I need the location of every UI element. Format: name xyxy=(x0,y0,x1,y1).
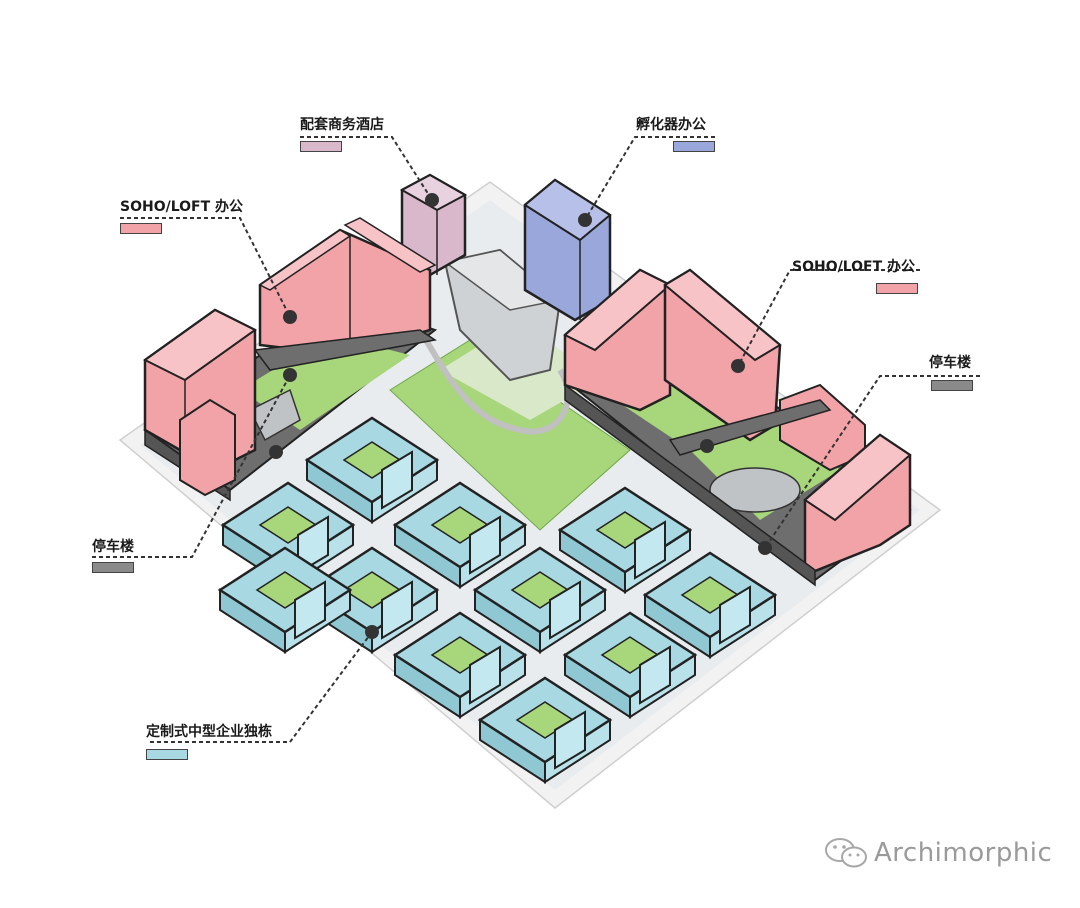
right-parking-oval xyxy=(709,467,801,513)
enterprise-blocks xyxy=(217,416,778,784)
swatch-incubator xyxy=(673,141,715,152)
swatch-parking-right xyxy=(931,380,973,391)
enterprise-block xyxy=(562,611,698,719)
label-soho-left: SOHO/LOFT 办公 xyxy=(120,199,244,215)
wechat-icon xyxy=(825,838,867,868)
enterprise-block xyxy=(392,611,528,719)
swatch-parking-left xyxy=(92,562,134,573)
label-parking-left: 停车楼 xyxy=(92,539,134,555)
label-parking-right: 停车楼 xyxy=(929,355,971,371)
leader-lines xyxy=(92,136,980,743)
soho-left-block xyxy=(143,217,438,502)
label-hotel: 配套商务酒店 xyxy=(300,117,384,133)
label-enterprise: 定制式中型企业独栋 xyxy=(146,724,272,740)
enterprise-block xyxy=(217,546,353,654)
watermark-text: Archimorphic xyxy=(874,838,1053,868)
enterprise-block xyxy=(477,676,613,784)
enterprise-block xyxy=(642,551,778,659)
enterprise-block xyxy=(392,481,528,589)
watermark: Archimorphic xyxy=(824,836,1052,870)
swatch-soho-right xyxy=(876,283,918,294)
enterprise-block xyxy=(472,546,608,654)
enterprise-block xyxy=(304,416,440,524)
label-incubator: 孵化器办公 xyxy=(636,117,706,133)
swatch-soho-left xyxy=(120,223,162,234)
soho-right-block xyxy=(563,268,912,587)
swatch-hotel xyxy=(300,141,342,152)
label-soho-right: SOHO/LOFT 办公 xyxy=(792,259,916,275)
leader-dots xyxy=(269,193,772,639)
swatch-enterprise xyxy=(146,749,188,760)
enterprise-block xyxy=(557,486,693,594)
central-park xyxy=(389,339,631,531)
